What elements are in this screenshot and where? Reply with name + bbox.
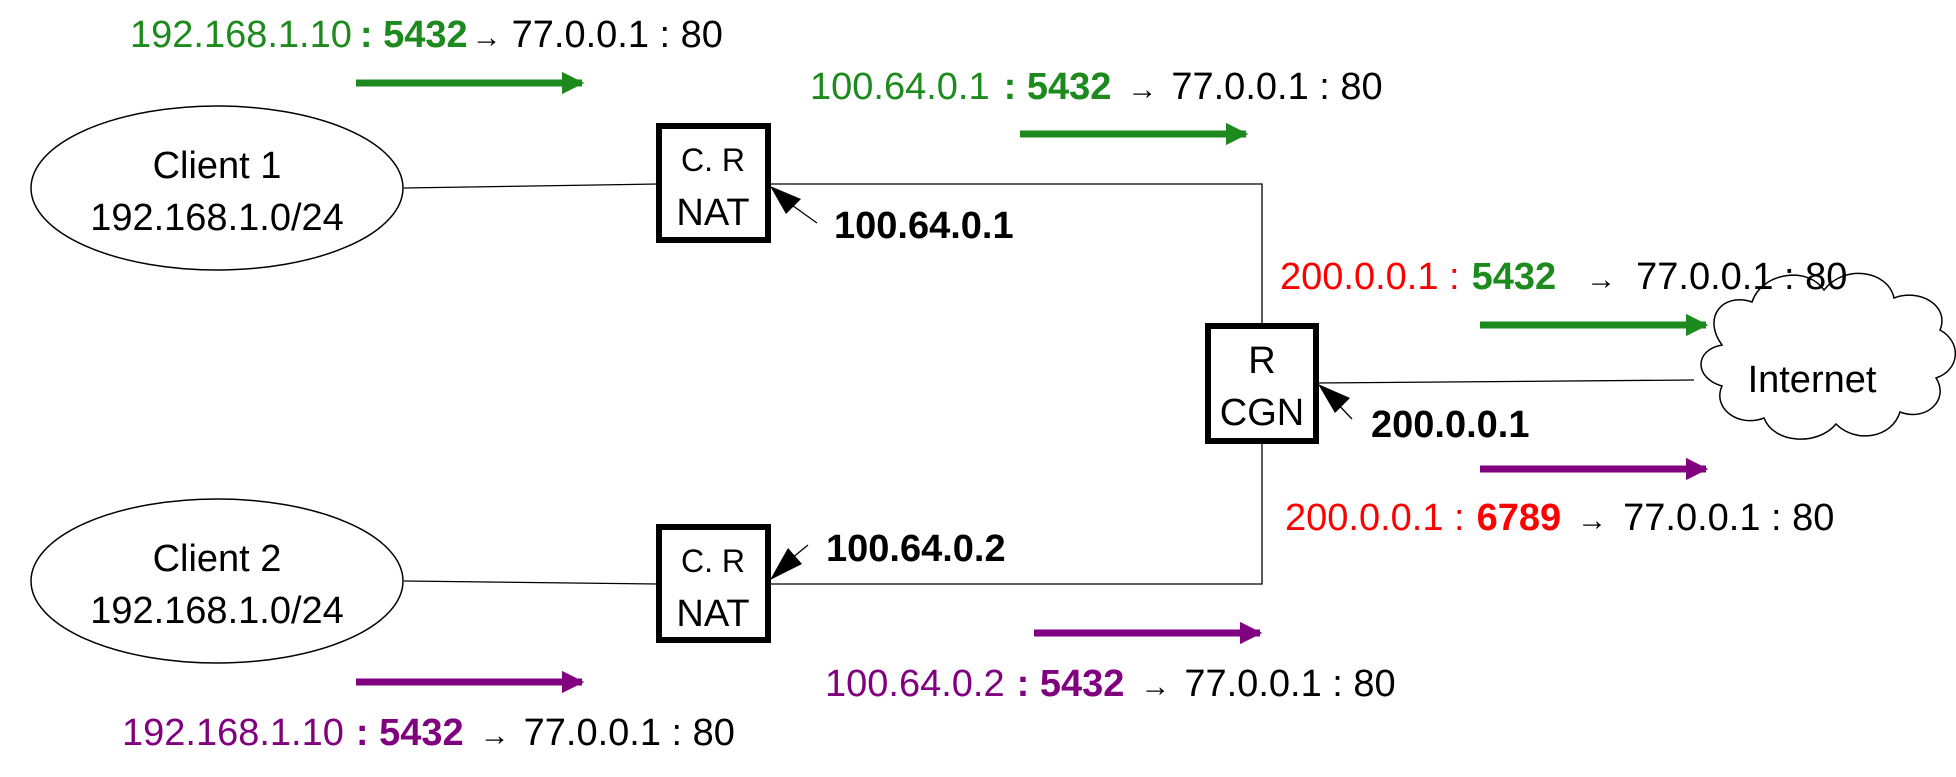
c1-public-arrow-glyph: → (1586, 263, 1616, 296)
nat1-router: C. R NAT (656, 123, 771, 243)
c1-nat-dst: 77.0.0.1 : 80 (1171, 66, 1382, 108)
cgn-router: R CGN (1205, 323, 1319, 444)
address-pointers: 100.64.0.1 100.64.0.2 200.0.0.1 (770, 186, 1529, 580)
link-nat1-cgn (768, 183, 1263, 326)
c2-public-arrow-glyph: → (1577, 504, 1607, 537)
c1-nat-src: 100.64.0.1 (810, 66, 990, 108)
c1-nat-flow: 100.64.0.1 : 5432 → 77.0.0.1 : 80 (810, 66, 1383, 108)
c2-public-src: 200.0.0.1 : (1285, 497, 1465, 539)
c2-nat-src: 100.64.0.2 (825, 663, 1005, 705)
c2-private-src: 192.168.1.10 (122, 712, 344, 754)
nat1-line1: C. R (681, 142, 745, 178)
c2-public-dst: 77.0.0.1 : 80 (1623, 497, 1834, 539)
link-cgn-internet (1315, 379, 1695, 384)
c2-private-flow: 192.168.1.10 : 5432 → 77.0.0.1 : 80 (122, 712, 735, 754)
c1-nat-port: : 5432 (1004, 66, 1112, 108)
cgn-pointer-head (1318, 384, 1350, 413)
c2-nat-flow: 100.64.0.2 : 5432 → 77.0.0.1 : 80 (825, 663, 1396, 705)
client2-name: Client 2 (153, 538, 282, 580)
client1-ellipse (30, 105, 404, 271)
internet-label: Internet (1748, 359, 1877, 401)
cgn-box (1205, 323, 1319, 444)
link-client2-nat2 (403, 580, 659, 585)
cgn-line2: CGN (1220, 392, 1304, 434)
link-client1-nat1 (403, 183, 659, 189)
nat1-address: 100.64.0.1 (834, 205, 1014, 247)
nat1-pointer-head (770, 186, 801, 214)
nat2-box (656, 524, 771, 643)
client1-name: Client 1 (153, 145, 282, 187)
cgn-line1: R (1248, 340, 1275, 382)
c1-private-port: : 5432 (360, 14, 468, 56)
c2-public-flow: 200.0.0.1 : 6789 → 77.0.0.1 : 80 (1285, 497, 1834, 539)
nat2-pointer-head (770, 548, 802, 580)
c2-nat-port: : 5432 (1017, 663, 1125, 705)
c1-private-dst: 77.0.0.1 : 80 (512, 14, 723, 56)
c2-private-port: : 5432 (356, 712, 464, 754)
link-nat2-cgn (768, 441, 1263, 585)
nat2-router: C. R NAT (656, 524, 771, 643)
c1-public-dst: 77.0.0.1 : 80 (1636, 256, 1847, 298)
c1-private-arrow-glyph: → (472, 21, 502, 54)
c1-nat-arrow-glyph: → (1127, 73, 1157, 106)
c1-private-src: 192.168.1.10 (130, 14, 352, 56)
internet-cloud: Internet (1700, 272, 1956, 440)
cgn-address: 200.0.0.1 (1371, 404, 1529, 446)
nat1-line2: NAT (676, 192, 749, 234)
c2-public-port: 6789 (1477, 497, 1562, 539)
c2-nat-arrow-glyph: → (1140, 670, 1170, 703)
client2-subnet: 192.168.1.0/24 (90, 590, 344, 632)
cloud-icon (1700, 272, 1956, 440)
c1-public-src: 200.0.0.1 : (1280, 256, 1460, 298)
nat2-line1: C. R (681, 543, 745, 579)
client2-ellipse (30, 498, 404, 664)
flow-arrows (356, 71, 1709, 694)
links (403, 183, 1695, 585)
client1-node: Client 1 192.168.1.0/24 (30, 105, 404, 271)
nat2-address: 100.64.0.2 (826, 528, 1006, 570)
c2-private-arrow-glyph: → (480, 719, 510, 752)
nat1-box (656, 123, 771, 243)
client1-subnet: 192.168.1.0/24 (90, 197, 344, 239)
c2-nat-dst: 77.0.0.1 : 80 (1184, 663, 1395, 705)
c2-private-dst: 77.0.0.1 : 80 (524, 712, 735, 754)
c1-public-flow: 200.0.0.1 : 5432 → 77.0.0.1 : 80 (1280, 256, 1847, 298)
c1-private-flow: 192.168.1.10: 5432→ 77.0.0.1 : 80 (130, 14, 723, 56)
client2-node: Client 2 192.168.1.0/24 (30, 498, 404, 664)
c1-public-port: 5432 (1472, 256, 1557, 298)
nat2-line2: NAT (676, 593, 749, 635)
